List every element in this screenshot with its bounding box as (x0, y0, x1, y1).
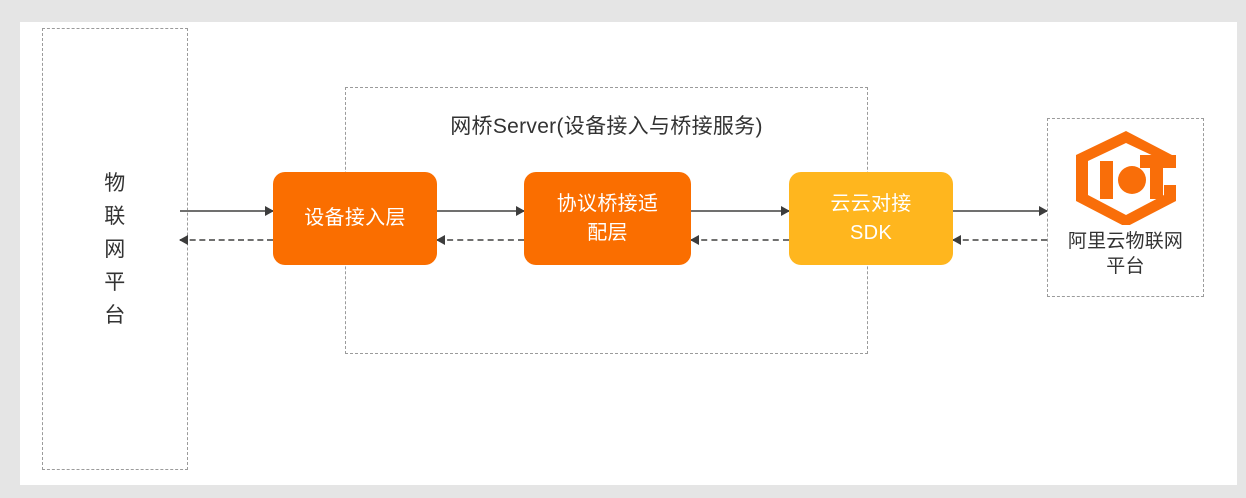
iot-hexagon-logo (1075, 131, 1176, 225)
arrow-dashed-protocol-bridge-to-device-access (436, 235, 524, 245)
aliyun-iot-platform-label: 阿里云物联网 平台 (1067, 231, 1184, 277)
arrow-dashed-cloud-sdk-to-protocol-bridge (690, 235, 789, 245)
arrow-dashed-device-access-to-platform (179, 235, 273, 245)
iot-platform-left-box: 物 联 网 平 台 (42, 28, 188, 470)
aliyun-iot-platform-right-box: 阿里云物联网 平台 (1047, 118, 1204, 297)
arrow-dashed-aliyun-platform-to-cloud-sdk (952, 235, 1047, 245)
box-device-access-layer[interactable]: 设备接入层 (273, 172, 437, 265)
diagram-canvas: 物 联 网 平 台 网桥Server(设备接入与桥接服务) 设备接入层 协议桥接… (20, 22, 1237, 485)
arrow-solid-device-access-to-protocol-bridge (437, 206, 525, 216)
arrow-solid-protocol-bridge-to-cloud-sdk (691, 206, 790, 216)
arrow-solid-platform-to-device-access (180, 206, 274, 216)
bridge-server-title: 网桥Server(设备接入与桥接服务) (450, 115, 763, 138)
iot-platform-left-label: 物 联 网 平 台 (104, 171, 126, 327)
box-protocol-bridge-adapter-layer[interactable]: 协议桥接适 配层 (524, 172, 691, 265)
box-cloud-to-cloud-sdk[interactable]: 云云对接 SDK (789, 172, 953, 265)
arrow-solid-cloud-sdk-to-aliyun-platform (953, 206, 1048, 216)
